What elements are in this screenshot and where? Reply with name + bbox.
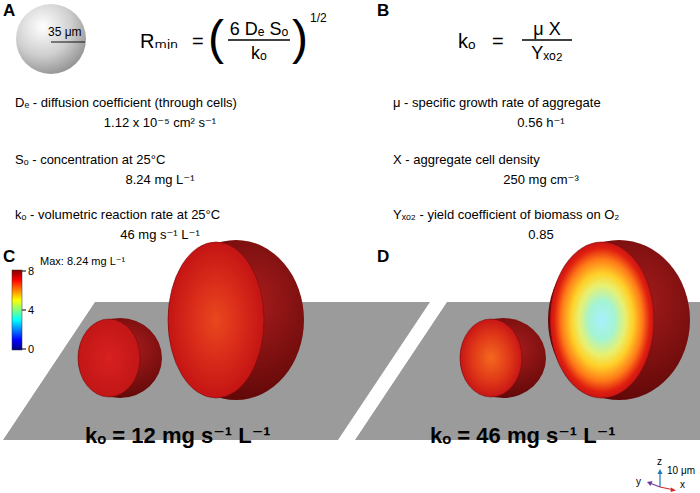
- colorbar: [12, 270, 22, 350]
- axis-arrow: [651, 484, 660, 488]
- panel-letter: D: [377, 248, 389, 265]
- tick-label: 8: [28, 266, 34, 277]
- formula-term: μ X: [533, 20, 560, 38]
- axis-label: z: [657, 457, 662, 467]
- hemisphere-dome: [168, 240, 304, 400]
- axis-arrow: [659, 473, 660, 487]
- sphere-body: [16, 4, 86, 74]
- hemisphere-cut-face: [550, 242, 654, 398]
- scale-label: 10 μm: [667, 466, 695, 476]
- tick-mark: [22, 349, 26, 350]
- formula-bracket: ): [292, 14, 308, 62]
- axis-label: y: [636, 477, 641, 487]
- definition-text: Yₓₒ₂ - yield coefficient of biomass on O…: [393, 208, 619, 221]
- axis-arrowhead: [647, 481, 653, 486]
- definition-text: Dₑ - diffusion coefficient (through cell…: [15, 96, 237, 109]
- axis-label: x: [680, 480, 685, 490]
- formula-term: =: [492, 31, 504, 51]
- definition-text: Sₒ - concentration at 25°C: [15, 153, 165, 166]
- rate-label: kₒ = 46 mg s⁻¹ L⁻¹: [430, 425, 616, 447]
- axis-arrowhead: [658, 469, 663, 474]
- formula-term: kₒ: [458, 31, 476, 51]
- value-text: 0.56 h⁻¹: [517, 116, 564, 129]
- value-text: 250 mg cm⁻³: [503, 173, 579, 186]
- tick-mark: [22, 271, 26, 272]
- formula-term: 6 Dₑ Sₒ: [230, 20, 289, 38]
- sphere-outline: [15, 3, 87, 75]
- hemisphere-cut-face: [78, 319, 140, 397]
- panel-letter: B: [377, 2, 389, 19]
- value-text: 1.12 x 10⁻⁵ cm² s⁻¹: [104, 116, 216, 129]
- fraction-bar: [228, 39, 290, 41]
- rate-label: kₒ = 12 mg s⁻¹ L⁻¹: [85, 425, 271, 447]
- panel-letter: C: [3, 248, 15, 265]
- value-text: 0.85: [528, 228, 553, 241]
- formula-term: Yₓₒ₂: [531, 44, 563, 62]
- axis-arrow: [660, 487, 672, 490]
- value-text: 8.24 mg L⁻¹: [125, 173, 194, 186]
- dimension-label: 35 μm: [48, 26, 82, 38]
- value-text: 46 mg s⁻¹ L⁻¹: [120, 228, 199, 241]
- definition-text: μ - specific growth rate of aggregate: [393, 96, 601, 109]
- sphere-aggregate: 35 μm: [15, 3, 87, 75]
- formula-exponent: 1/2: [310, 12, 327, 24]
- tick-label: 0: [28, 344, 34, 355]
- formula-bracket: (: [208, 14, 224, 62]
- panel-letter: A: [3, 2, 15, 19]
- hemisphere-dome: [460, 318, 546, 398]
- hemisphere-cut-face: [168, 242, 264, 398]
- formula-term: =: [192, 31, 204, 51]
- formula-term: kₒ: [251, 44, 267, 62]
- tick-label: 4: [28, 305, 34, 316]
- radius-line: [51, 41, 85, 42]
- tick-mark: [22, 310, 26, 311]
- hemisphere-dome: [78, 318, 162, 398]
- hemisphere-cut-face: [460, 319, 522, 397]
- definition-text: kₒ - volumetric reaction rate at 25°C: [15, 208, 220, 221]
- axis-arrowhead: [671, 488, 677, 493]
- formula-term: Rₘᵢₙ: [140, 31, 178, 51]
- colorbar-label: Max: 8.24 mg L⁻¹: [40, 256, 125, 267]
- hemisphere-dome: [548, 240, 690, 400]
- definition-text: X - aggregate cell density: [393, 153, 540, 166]
- fraction-bar: [522, 39, 572, 41]
